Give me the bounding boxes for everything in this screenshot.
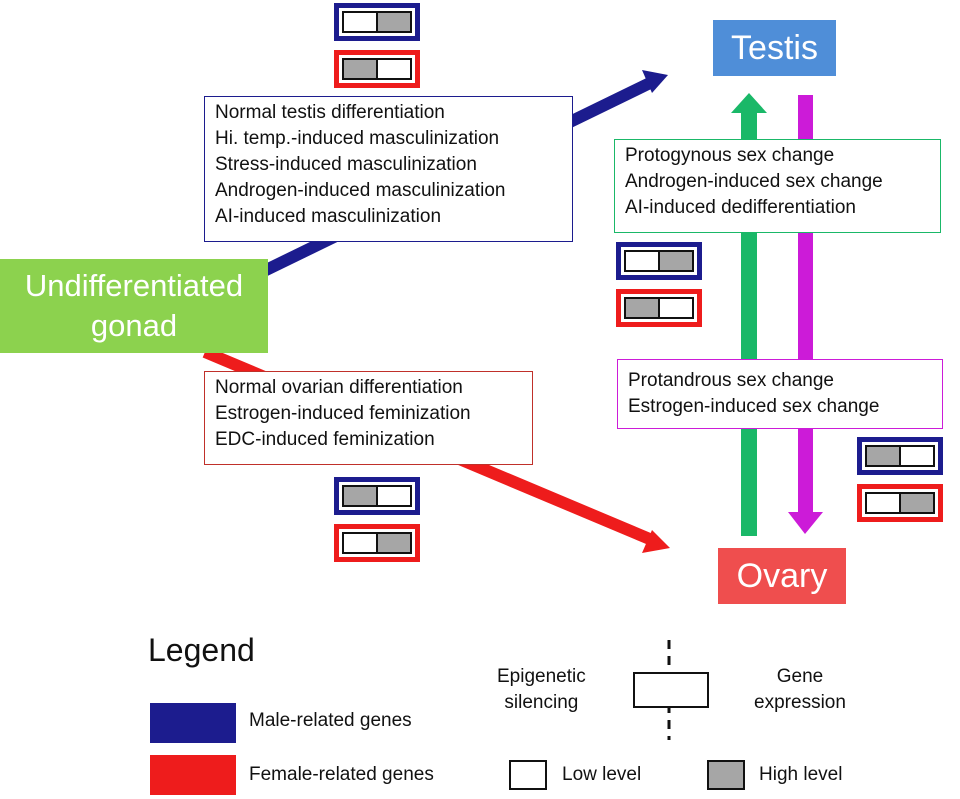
high-level-cell	[901, 492, 935, 514]
ovary-label: Ovary	[736, 556, 828, 595]
to-testis-box: Protogynous sex change Androgen-induced …	[614, 139, 941, 233]
arrowhead-to-testis	[642, 70, 668, 93]
low-level-cell	[660, 297, 694, 319]
legend-low-label: Low level	[562, 764, 642, 785]
masculinization-box: Normal testis differentiation Hi. temp.-…	[204, 96, 573, 242]
gene-box-testis-path-female	[334, 50, 420, 88]
legend-low-swatch	[509, 760, 547, 790]
undifferentiated-gonad-node: Undifferentiated gonad	[0, 259, 268, 353]
high-level-cell	[342, 58, 378, 80]
gene-box-to-ovary-male	[857, 437, 943, 475]
legend-expression-line2: expression	[754, 692, 846, 713]
arrowhead-testis-to-ovary	[788, 512, 823, 534]
high-level-cell	[660, 250, 694, 272]
gene-box-testis-path-male	[334, 3, 420, 41]
legend-silencing-line1: Epigenetic	[497, 666, 586, 687]
fem-item: Estrogen-induced feminization	[215, 403, 471, 424]
arrowhead-to-ovary	[642, 530, 670, 553]
to-ovary-box: Protandrous sex change Estrogen-induced …	[617, 359, 943, 429]
to-ovary-item: Protandrous sex change	[628, 370, 834, 391]
low-level-cell	[378, 485, 412, 507]
fem-item: Normal ovarian differentiation	[215, 377, 463, 398]
fem-item: EDC-induced feminization	[215, 429, 435, 450]
low-level-cell	[624, 250, 660, 272]
low-level-cell	[342, 11, 378, 33]
legend-title: Legend	[148, 632, 255, 668]
gene-box-ovary-path-female	[334, 524, 420, 562]
feminization-box: Normal ovarian differentiation Estrogen-…	[204, 371, 533, 465]
legend-gene-expression: Gene expression	[750, 664, 850, 716]
ovary-node: Ovary	[718, 548, 846, 604]
low-level-cell	[865, 492, 901, 514]
masc-item: AI-induced masculinization	[215, 206, 442, 227]
masc-item: Normal testis differentiation	[215, 102, 445, 123]
to-ovary-item: Estrogen-induced sex change	[628, 396, 880, 417]
to-testis-item: Protogynous sex change	[625, 145, 835, 166]
legend-expression-line1: Gene	[776, 666, 824, 687]
high-level-cell	[378, 11, 412, 33]
to-testis-item: AI-induced dedifferentiation	[625, 197, 856, 218]
gene-box-to-testis-male	[616, 242, 702, 280]
gene-box-to-ovary-female	[857, 484, 943, 522]
masc-item: Hi. temp.-induced masculinization	[215, 128, 500, 149]
legend-gene-box-diagram	[633, 672, 709, 708]
legend-male-swatch	[150, 703, 236, 743]
undifferentiated-gonad-label: Undifferentiated gonad	[24, 268, 244, 343]
to-testis-item: Androgen-induced sex change	[625, 171, 883, 192]
legend-male-label: Male-related genes	[249, 710, 412, 731]
high-level-cell	[624, 297, 660, 319]
high-level-cell	[378, 532, 412, 554]
high-level-cell	[865, 445, 901, 467]
low-level-cell	[901, 445, 935, 467]
low-level-cell	[378, 58, 412, 80]
testis-node: Testis	[713, 20, 836, 76]
legend-high-swatch	[707, 760, 745, 790]
legend-epigenetic-silencing: Epigenetic silencing	[497, 664, 586, 716]
high-level-cell	[342, 485, 378, 507]
low-level-cell	[342, 532, 378, 554]
gene-box-to-testis-female	[616, 289, 702, 327]
masc-item: Androgen-induced masculinization	[215, 180, 506, 201]
legend-female-swatch	[150, 755, 236, 795]
legend-silencing-line2: silencing	[504, 692, 579, 713]
legend-high-label: High level	[759, 764, 843, 785]
gene-box-ovary-path-male	[334, 477, 420, 515]
arrowhead-ovary-to-testis	[731, 93, 767, 113]
masc-item: Stress-induced masculinization	[215, 154, 477, 175]
testis-label: Testis	[731, 28, 818, 67]
legend-female-label: Female-related genes	[249, 764, 434, 785]
